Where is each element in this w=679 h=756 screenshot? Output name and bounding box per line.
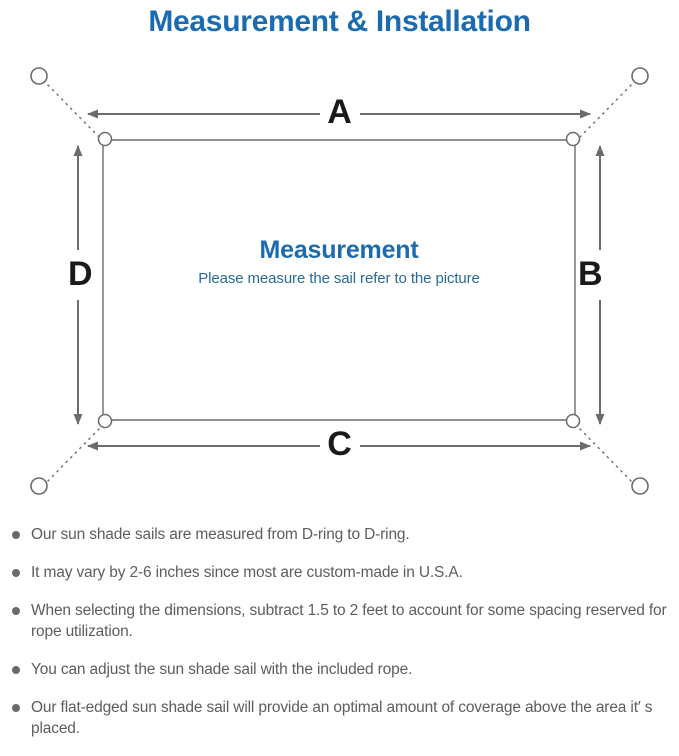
list-item-text: When selecting the dimensions, subtract … xyxy=(31,602,667,640)
list-item: Our sun shade sails are measured from D-… xyxy=(0,524,679,545)
anchor-bottom-left xyxy=(30,477,48,495)
dimension-label-a: A xyxy=(327,93,352,131)
notes-list: Our sun shade sails are measured from D-… xyxy=(0,524,679,756)
anchor-bottom-right xyxy=(631,477,649,495)
bullet-icon xyxy=(12,607,20,615)
dimension-label-c: C xyxy=(327,425,352,463)
dimension-label-d: D xyxy=(68,255,93,293)
d-ring-top-right xyxy=(565,131,581,147)
sail-rectangle xyxy=(102,139,576,421)
sail-center-text: Measurement Please measure the sail refe… xyxy=(103,235,575,291)
bullet-icon xyxy=(12,569,20,577)
list-item-text: It may vary by 2-6 inches since most are… xyxy=(31,564,463,581)
list-item-text: You can adjust the sun shade sail with t… xyxy=(31,661,413,678)
sail-measurement-heading: Measurement xyxy=(259,236,419,264)
d-ring-bottom-left xyxy=(97,413,113,429)
list-item-text: Our sun shade sails are measured from D-… xyxy=(31,526,410,543)
anchor-top-left xyxy=(30,67,48,85)
list-item: Our flat-edged sun shade sail will provi… xyxy=(0,697,679,739)
anchor-points xyxy=(30,67,649,495)
page-title: Measurement & Installation xyxy=(148,5,531,38)
list-item: You can adjust the sun shade sail with t… xyxy=(0,659,679,680)
d-ring-top-left xyxy=(97,131,113,147)
sun-shade-sail-measurement-diagram: A C D B Measurement Please measure the s… xyxy=(0,50,679,520)
d-ring-bottom-right xyxy=(565,413,581,429)
bullet-icon xyxy=(12,666,20,674)
list-item: It may vary by 2-6 inches since most are… xyxy=(0,562,679,583)
bullet-icon xyxy=(12,531,20,539)
d-rings xyxy=(97,131,581,429)
rope-lines xyxy=(42,79,637,487)
sail-measurement-subtext: Please measure the sail refer to the pic… xyxy=(198,270,480,287)
dimension-label-b: B xyxy=(578,255,603,293)
list-item: When selecting the dimensions, subtract … xyxy=(0,600,679,642)
list-item-text: Our flat-edged sun shade sail will provi… xyxy=(31,699,653,737)
anchor-top-right xyxy=(631,67,649,85)
bullet-icon xyxy=(12,704,20,712)
